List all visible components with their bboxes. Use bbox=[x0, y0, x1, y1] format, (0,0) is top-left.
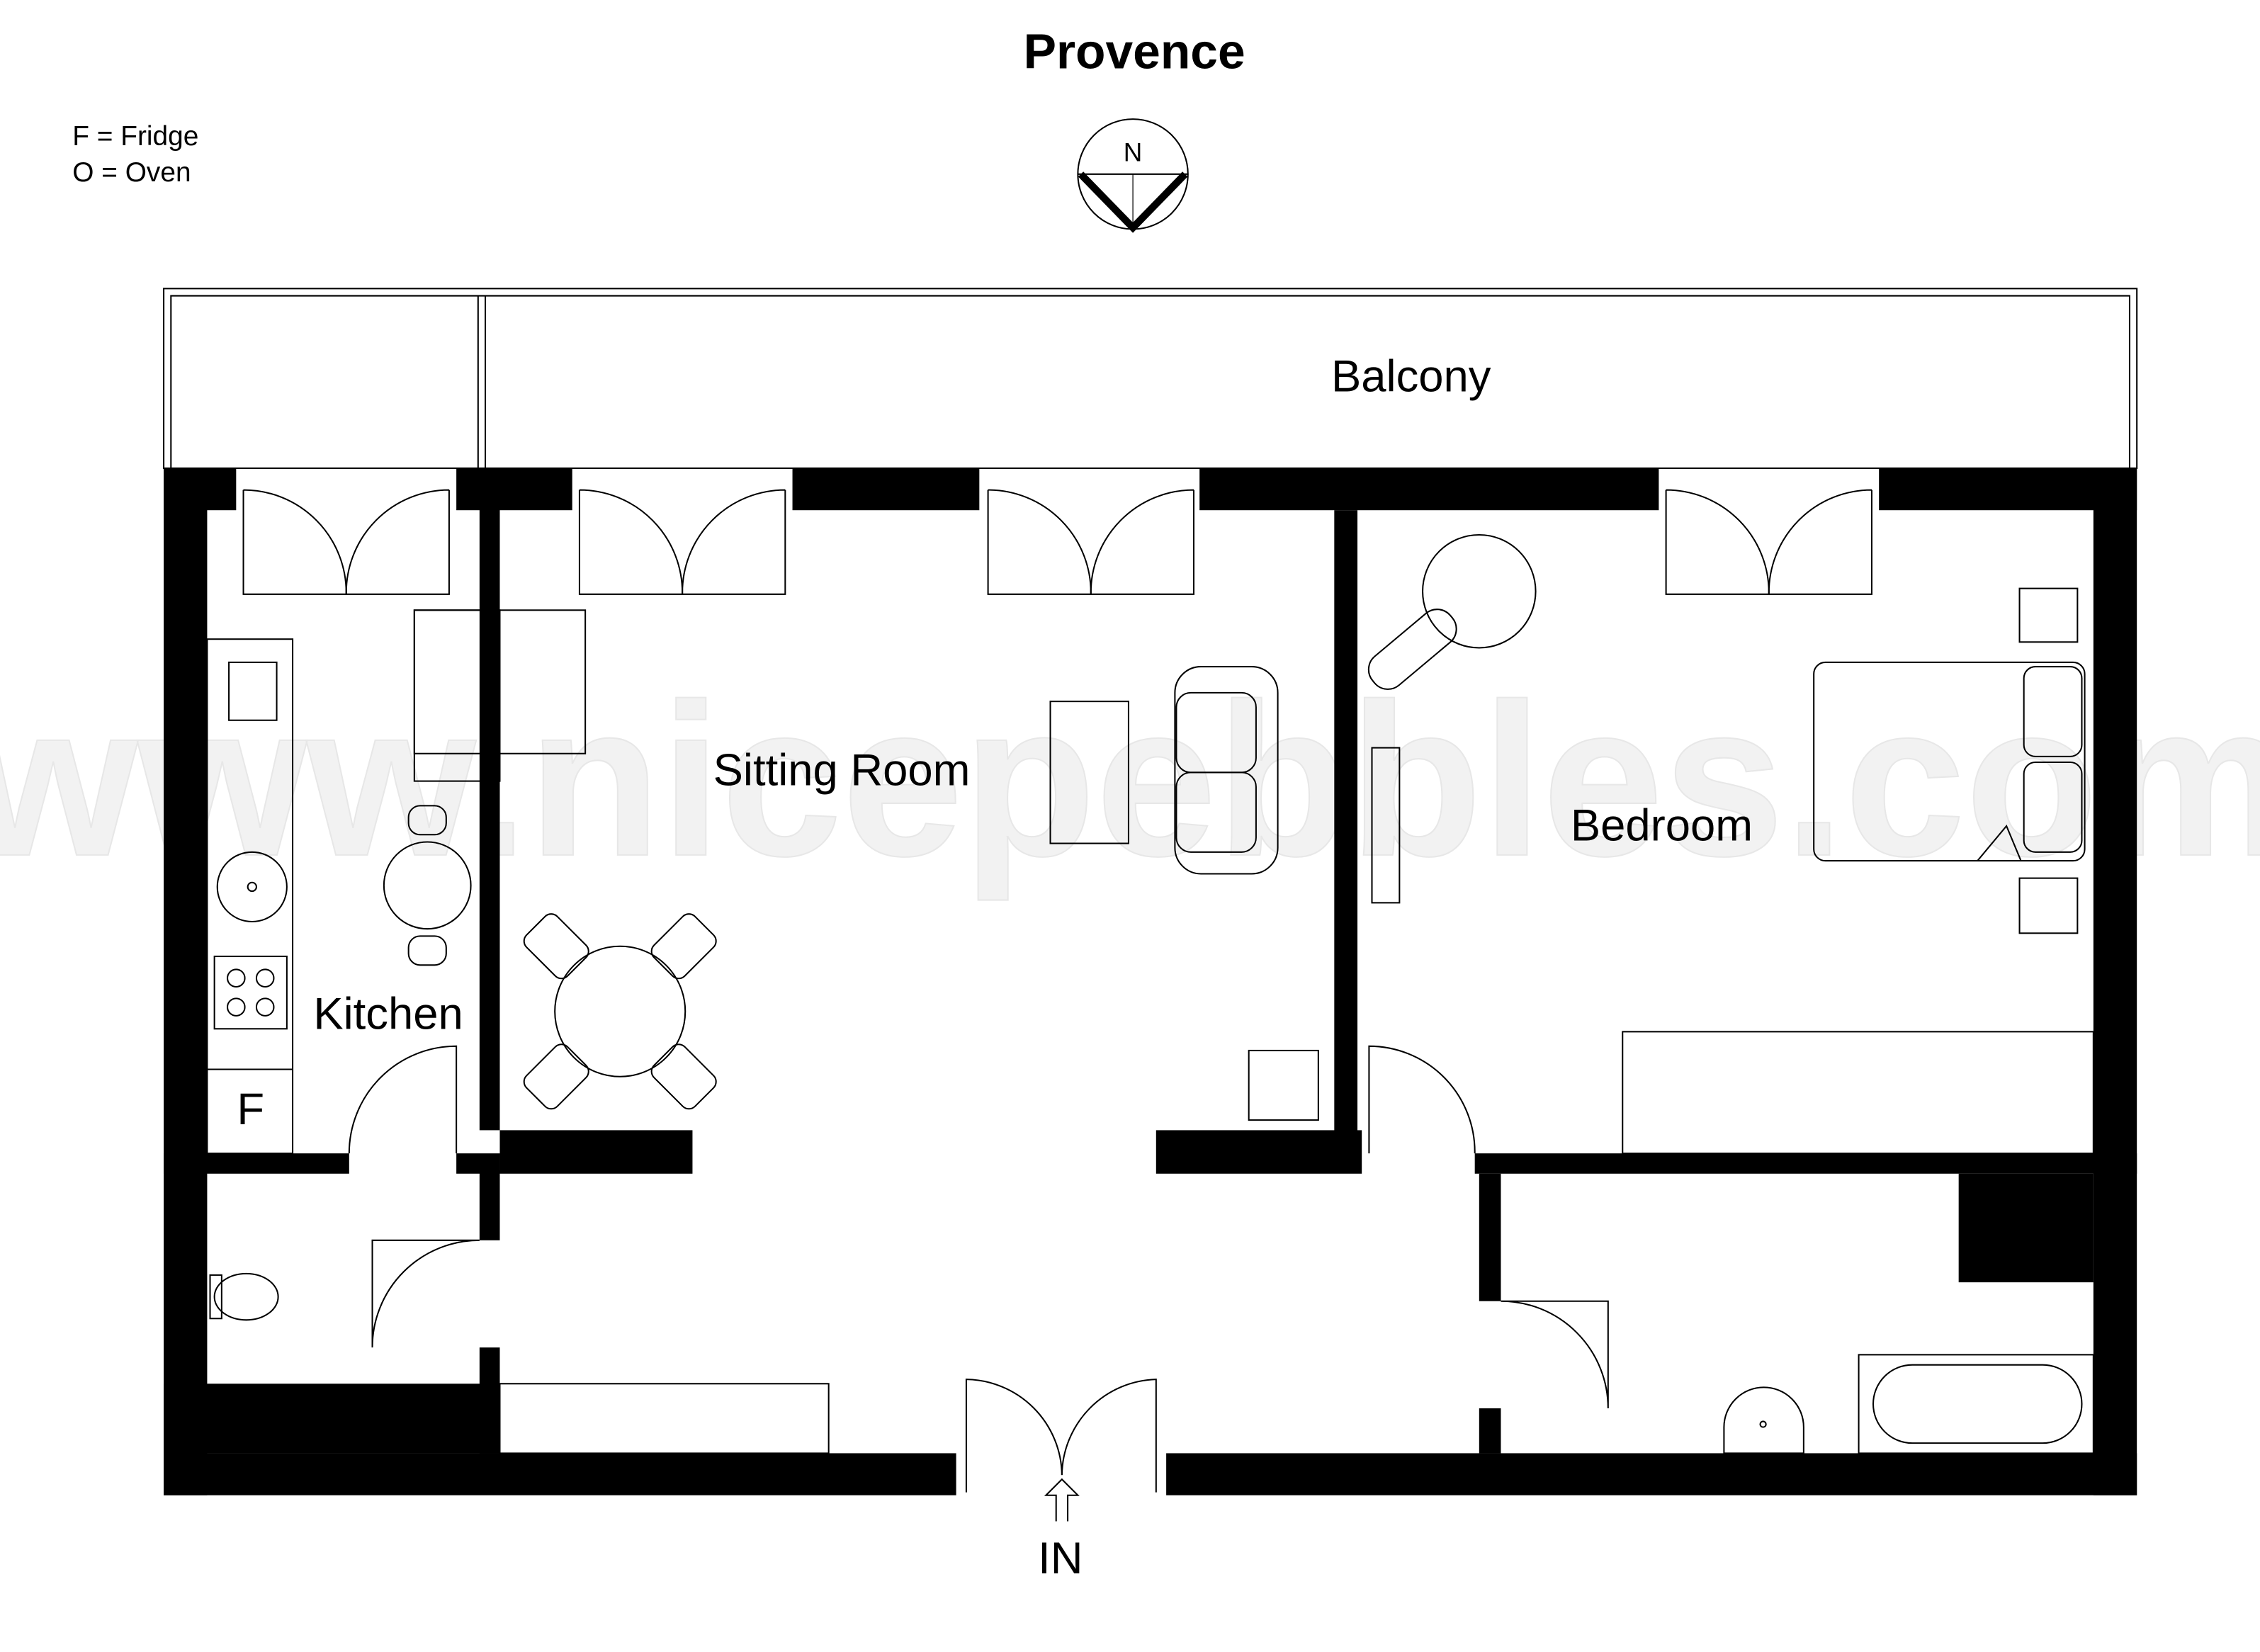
kitchen-counter bbox=[206, 638, 294, 1155]
sink-icon bbox=[216, 851, 288, 922]
compass-north-label: N bbox=[1124, 137, 1143, 166]
sofa bbox=[1174, 666, 1279, 875]
room-label-sitting-room: Sitting Room bbox=[713, 746, 971, 796]
hob-icon bbox=[213, 956, 288, 1030]
doors bbox=[242, 489, 2094, 1493]
entrance-arrow-icon bbox=[1044, 1478, 1080, 1522]
watermark: www.nicepebbles.com bbox=[0, 659, 2260, 903]
room-label-balcony: Balcony bbox=[1331, 352, 1491, 402]
walls bbox=[164, 468, 2137, 1495]
entrance-label: IN bbox=[1038, 1534, 1083, 1583]
legend-fridge: F = Fridge bbox=[72, 121, 198, 152]
compass-icon: N bbox=[1077, 118, 1189, 233]
bathtub-icon bbox=[1858, 1354, 2094, 1454]
room-label-bedroom: Bedroom bbox=[1571, 800, 1753, 850]
toilet-icon bbox=[213, 1272, 279, 1321]
room-label-kitchen: Kitchen bbox=[313, 989, 463, 1039]
basin-icon bbox=[1723, 1386, 1804, 1454]
legend-oven: O = Oven bbox=[72, 157, 191, 188]
balcony bbox=[163, 288, 2138, 469]
bed bbox=[1813, 661, 2086, 862]
fridge-label: F bbox=[237, 1085, 264, 1134]
plan-title: Provence bbox=[1024, 24, 1245, 79]
coffee-table bbox=[1049, 701, 1129, 844]
furniture bbox=[206, 533, 2094, 1454]
dining-table bbox=[554, 945, 687, 1077]
